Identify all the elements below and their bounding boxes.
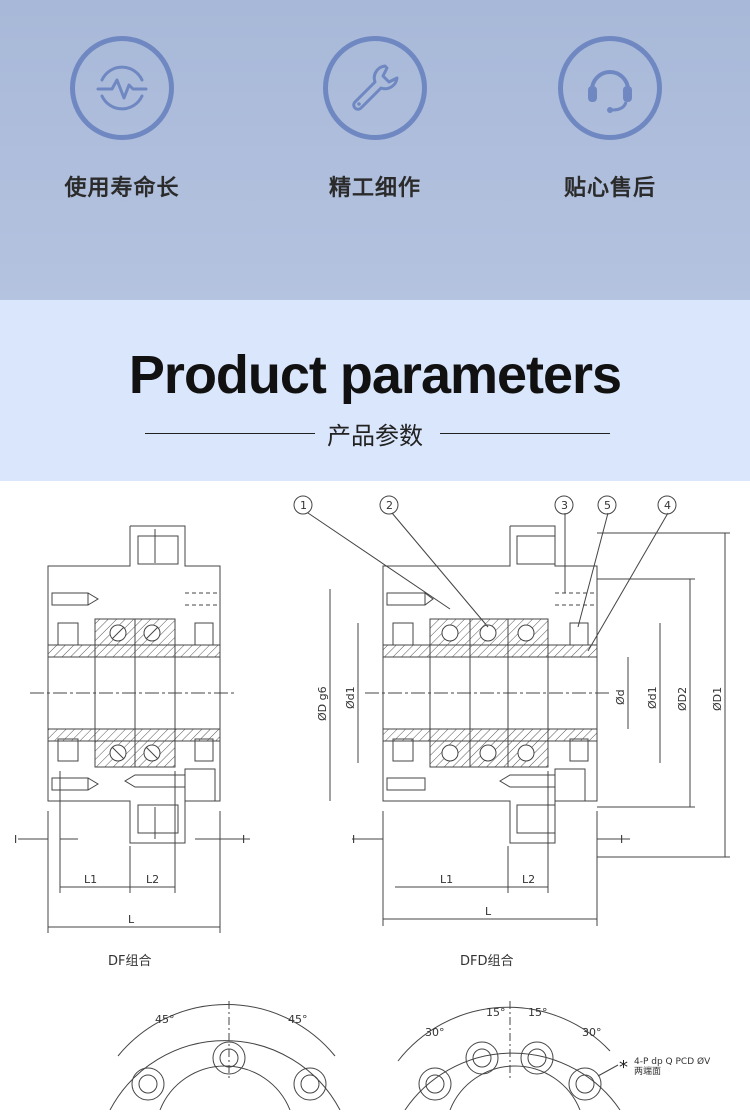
section-title: Product parameters	[128, 345, 622, 405]
technical-drawing: I I L1 L2 L DF组合 I I L1 L2 L DFD组合 ØD g6…	[0, 481, 750, 1111]
feature-long-life: 使用寿命长	[42, 36, 202, 202]
note-mark: *	[619, 1057, 628, 1078]
dim-l1-left: L1	[84, 873, 97, 886]
feature-fine-craft: 精工细作	[295, 36, 455, 202]
feature-label: 使用寿命长	[64, 176, 180, 201]
angle-left-2: 45°	[288, 1013, 308, 1026]
dim-l-left: L	[128, 913, 135, 926]
dim-l2-right: L2	[522, 873, 535, 886]
callout-4	[657, 495, 677, 515]
feature-after-sales: 贴心售后	[530, 36, 690, 202]
callout-5	[597, 495, 617, 515]
dfd-caption: DFD组合	[460, 954, 514, 969]
dim-l1-right: L1	[440, 873, 453, 886]
angle-left-1: 45°	[155, 1013, 175, 1026]
dim-d-g6: ØD g6	[316, 686, 329, 721]
dim-d2: ØD2	[676, 687, 689, 711]
section-header: Product parameters 产品参数	[0, 300, 750, 481]
dim-d1-left: Ød1	[344, 686, 357, 709]
bearing-drawing-svg: I I L1 L2 L DF组合 I I L1 L2 L DFD组合 ØD g6…	[14, 495, 730, 1111]
features-banner: 使用寿命长 精工细作 贴心售后	[0, 0, 750, 300]
section-subtitle: 产品参数	[327, 422, 423, 450]
dim-d1-right: Ød1	[646, 686, 659, 709]
callout-3	[554, 495, 574, 515]
heartbeat-icon	[70, 36, 174, 140]
dim-d: Ød	[614, 689, 627, 705]
dim-i-right-2: I	[620, 833, 623, 846]
dfd-assembly	[307, 512, 730, 926]
callout-label-4: 4	[664, 499, 671, 512]
callout-2	[379, 495, 399, 515]
dim-i-left-1: I	[14, 833, 17, 846]
feature-label: 精工细作	[328, 176, 421, 201]
dim-i-right-1: I	[352, 833, 355, 846]
note-line-1: 4-P dp Q PCD ØV	[634, 1056, 711, 1067]
dim-i-left-2: I	[242, 833, 245, 846]
dfd-flange-view	[397, 1001, 621, 1111]
df-flange-view	[109, 1001, 341, 1111]
divider-left	[145, 433, 315, 434]
callout-1	[293, 495, 313, 515]
note-line-2: 两端面	[634, 1065, 661, 1077]
angle-right-1: 30°	[425, 1026, 445, 1039]
callout-label-5: 5	[604, 499, 611, 512]
section-subtitle-row: 产品参数	[0, 416, 750, 450]
callout-label-2: 2	[386, 499, 393, 512]
feature-label: 贴心售后	[563, 176, 656, 201]
df-caption: DF组合	[108, 954, 152, 969]
dim-l-right: L	[485, 905, 492, 918]
dim-d1-outer: ØD1	[711, 687, 724, 711]
angle-right-4: 30°	[582, 1026, 602, 1039]
divider-right	[440, 433, 610, 434]
wrench-icon	[323, 36, 427, 140]
callout-label-3: 3	[561, 499, 568, 512]
dim-l2-left: L2	[146, 873, 159, 886]
headset-icon	[558, 36, 662, 140]
angle-right-2: 15°	[486, 1006, 506, 1019]
angle-right-3: 15°	[528, 1006, 548, 1019]
callout-label-1: 1	[300, 499, 307, 512]
df-assembly	[18, 525, 250, 933]
